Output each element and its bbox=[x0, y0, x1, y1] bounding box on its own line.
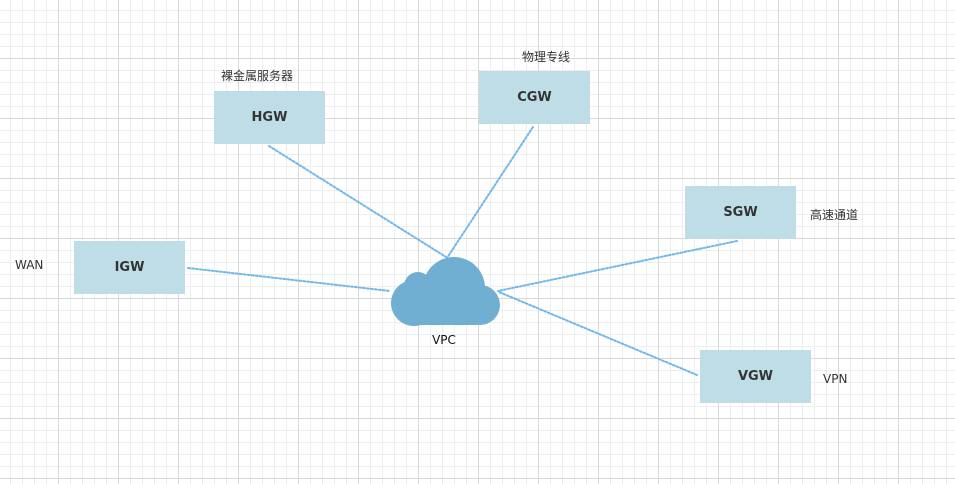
gateway-node-igw[interactable]: IGW bbox=[74, 241, 185, 294]
note-sgw: 高速通道 bbox=[810, 208, 859, 222]
gateway-node-hgw[interactable]: HGW bbox=[214, 91, 325, 144]
gateway-node-vgw[interactable]: VGW bbox=[700, 350, 811, 403]
vpc-label: VPC bbox=[432, 333, 456, 347]
connector-sgw-vpc bbox=[497, 240, 738, 292]
gateway-node-cgw[interactable]: CGW bbox=[479, 71, 590, 124]
gateway-node-sgw[interactable]: SGW bbox=[685, 186, 796, 239]
connector-vgw-vpc bbox=[498, 291, 698, 376]
note-hgw: 裸金属服务器 bbox=[221, 69, 294, 83]
cloud-icon[interactable] bbox=[388, 256, 500, 326]
connector-cgw-vpc bbox=[446, 126, 534, 259]
note-vgw: VPN bbox=[823, 372, 848, 386]
connector-igw-vpc bbox=[187, 267, 391, 292]
note-igw: WAN bbox=[15, 258, 44, 272]
connector-hgw-vpc bbox=[268, 145, 447, 258]
note-cgw: 物理专线 bbox=[522, 50, 571, 64]
